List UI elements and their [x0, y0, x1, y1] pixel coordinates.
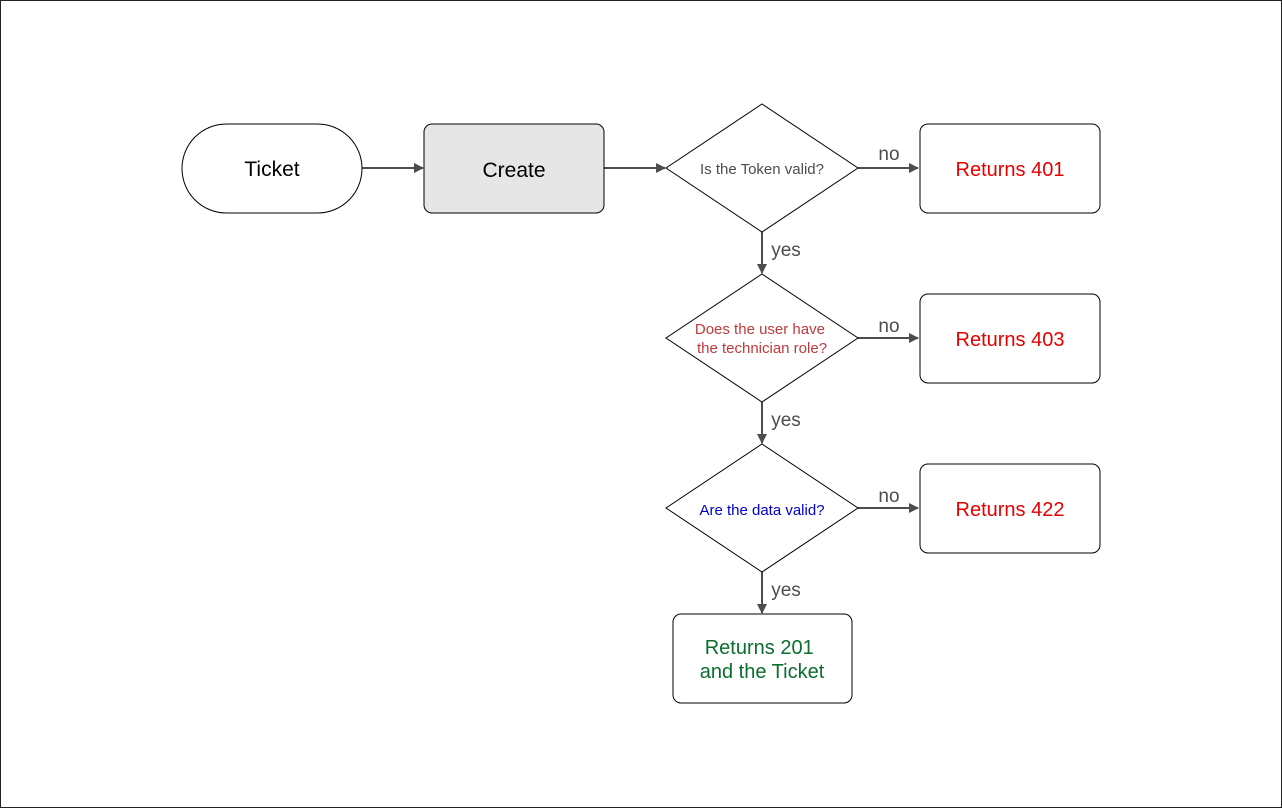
- returns-403-label: Returns 403: [956, 329, 1065, 351]
- returns-201-label: Returns 201 and the Ticket: [700, 637, 825, 683]
- returns-201-line1: Returns 201: [705, 637, 814, 659]
- edge-label-no-role: no: [878, 316, 899, 337]
- edge-label-yes-token: yes: [771, 240, 801, 261]
- returns-403-node: [919, 293, 1101, 384]
- edge-label-yes-role: yes: [771, 410, 801, 431]
- returns-401-label: Returns 401: [956, 159, 1065, 181]
- token-decision: [665, 103, 859, 233]
- role-question-line2: the technician role?: [697, 340, 827, 357]
- role-decision: [665, 273, 859, 403]
- returns-401-node: [919, 123, 1101, 214]
- edge-label-yes-data: yes: [771, 580, 801, 601]
- returns-422-label: Returns 422: [956, 499, 1065, 521]
- role-question-line1: Does the user have: [695, 321, 825, 338]
- returns-201-node: [672, 613, 853, 704]
- data-decision: [665, 443, 859, 573]
- edge-label-no-data: no: [878, 486, 899, 507]
- returns-422-node: [919, 463, 1101, 554]
- returns-201-line2: and the Ticket: [700, 661, 825, 683]
- edge-label-no-token: no: [878, 144, 899, 165]
- data-question-label: Are the data valid?: [699, 502, 824, 519]
- ticket-node: [181, 123, 363, 214]
- create-label: Create: [482, 159, 545, 182]
- ticket-label: Ticket: [244, 158, 299, 181]
- role-question-label: Does the user have the technician role?: [695, 321, 829, 357]
- token-question-label: Is the Token valid?: [700, 161, 824, 178]
- create-node: [423, 123, 605, 214]
